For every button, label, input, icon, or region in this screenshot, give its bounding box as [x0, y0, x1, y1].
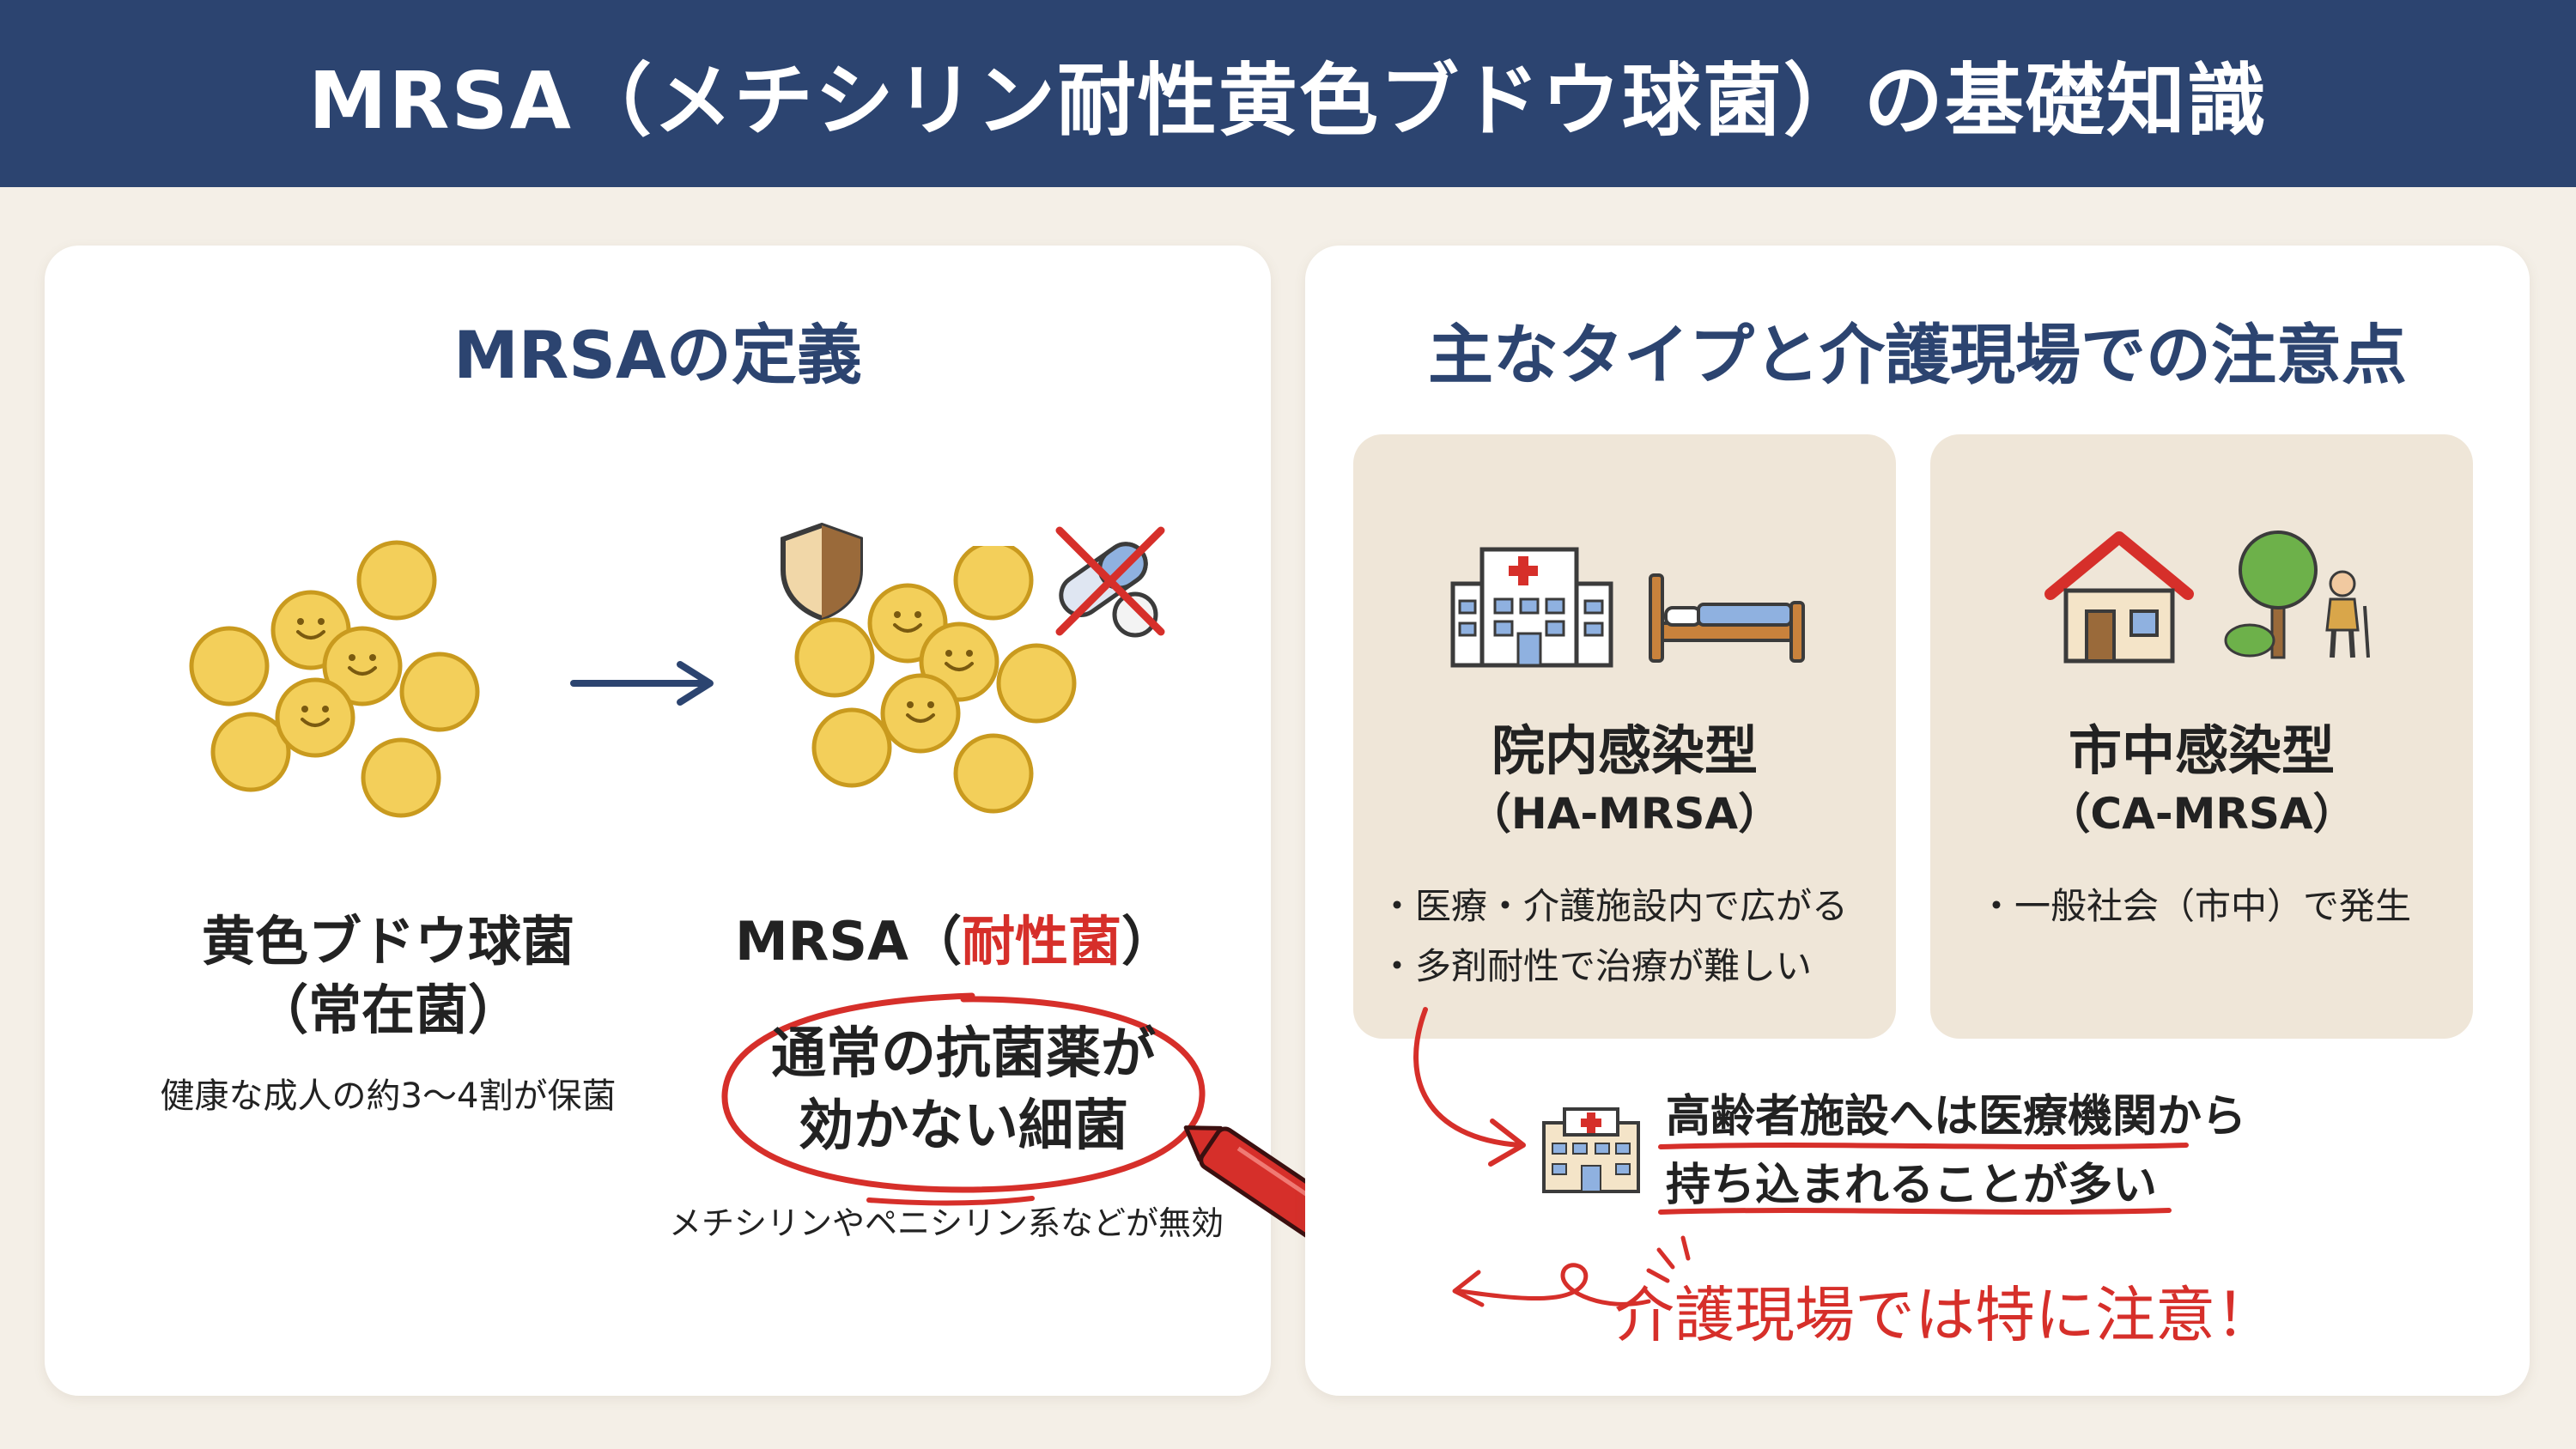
- shield-icon: [781, 522, 863, 621]
- resistant-label: 耐性菌: [962, 910, 1122, 973]
- hospital-bullet-1: ・医療・介護施設内で広がる: [1379, 885, 1849, 927]
- hospital-type-name: 院内感染型: [1491, 719, 1758, 782]
- notice-line-1: 高齢者施設へは医療機関から: [1666, 1091, 2247, 1143]
- mrsa-label-prefix: MRSA（: [734, 910, 963, 973]
- mrsa-label-suffix: ）: [1121, 910, 1176, 973]
- notice-underline-2: [1658, 1208, 2172, 1215]
- circled-text-line1: 通常の抗菌薬が: [771, 1022, 1156, 1086]
- mrsa-label: MRSA（耐性菌）: [680, 898, 1230, 975]
- types-panel: 主なタイプと介護現場での注意点 院内感染型 （HA-MRSA）: [1305, 246, 2530, 1396]
- mrsa-cluster-icon: [794, 546, 1077, 814]
- warning-arrow-icon: [1452, 1235, 1691, 1307]
- house-icon: [2044, 531, 2194, 664]
- carrier-rate-note: 健康な成人の約3〜4割が保菌: [160, 1076, 617, 1116]
- staphylococcus-label: 黄色ブドウ球菌: [201, 910, 574, 973]
- community-type-name: 市中感染型: [2068, 719, 2335, 782]
- community-type-code: （CA-MRSA）: [2047, 789, 2356, 839]
- hospital-bullet-2: ・多剤耐性で治療が難しい: [1379, 945, 1813, 987]
- staphylococcus-sub-label: （常在菌）: [254, 979, 521, 1041]
- types-title: 主なタイプと介護現場での注意点: [1428, 317, 2407, 393]
- community-type-card: 市中感染型 （CA-MRSA） ・一般社会（市中）で発生: [1930, 434, 2473, 1039]
- notice-line-2: 持ち込まれることが多い: [1666, 1160, 2158, 1211]
- curved-arrow-icon: [1413, 1007, 1526, 1167]
- small-hospital-icon: [1542, 1107, 1640, 1193]
- tree-and-elderly-person-icon: [2224, 530, 2370, 659]
- bed-icon: [1649, 573, 1805, 663]
- definition-panel: MRSAの定義: [45, 246, 1271, 1396]
- caution-message: 介護現場では特に注意！: [1614, 1280, 2275, 1350]
- arrow-right-icon: [570, 661, 714, 706]
- notice-underline-1: [1658, 1143, 2189, 1149]
- ineffective-drugs-note: メチシリンやペニシリン系などが無効: [668, 1204, 1224, 1242]
- ineffective-medicine-icon: [1055, 526, 1165, 638]
- staphylococcus-cluster-icon: [189, 540, 480, 818]
- hospital-type-code: （HA-MRSA）: [1467, 789, 1782, 839]
- header-bar: MRSA（メチシリン耐性黄色ブドウ球菌）の基礎知識: [0, 0, 2576, 187]
- definition-title: MRSAの定義: [453, 317, 862, 393]
- page-title: MRSA（メチシリン耐性黄色ブドウ球菌）の基礎知識: [308, 54, 2268, 147]
- community-bullet-1: ・一般社会（市中）で発生: [1978, 885, 2412, 927]
- hospital-type-card: 院内感染型 （HA-MRSA） ・医療・介護施設内で広がる ・多剤耐性で治療が難…: [1353, 434, 1896, 1039]
- hospital-icon: [1450, 547, 1613, 668]
- circled-text-line2: 効かない細菌: [799, 1094, 1128, 1158]
- red-circle-highlight: [721, 992, 1206, 1206]
